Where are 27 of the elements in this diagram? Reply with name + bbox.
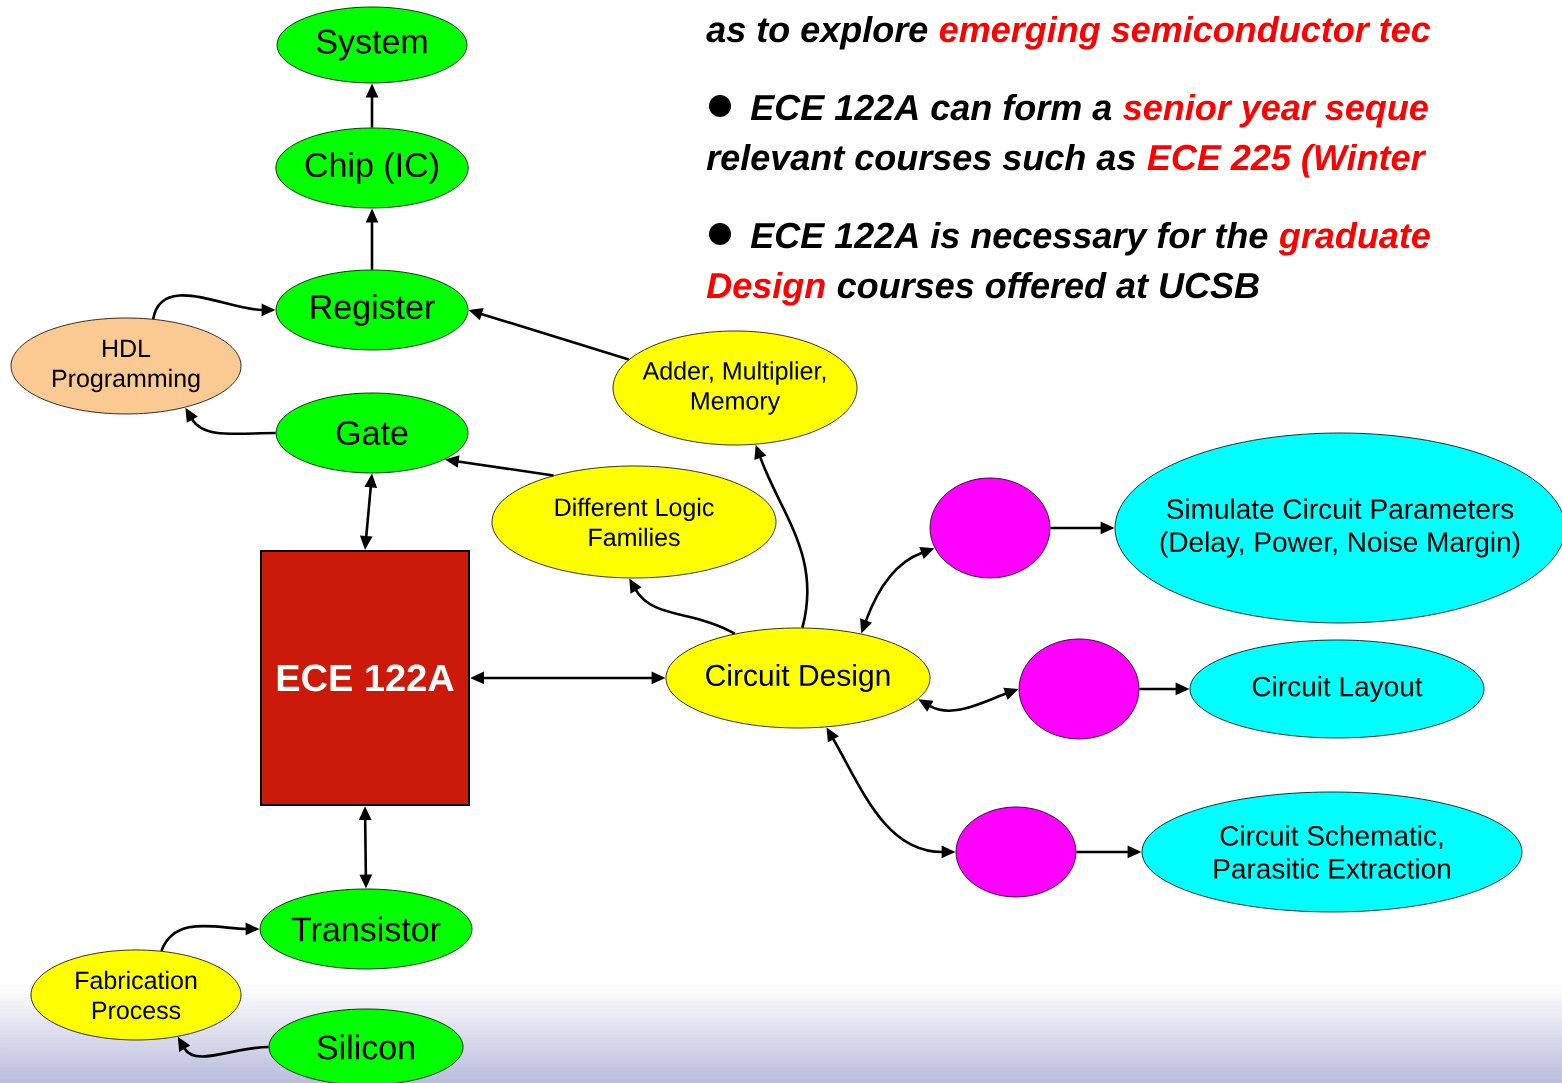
ellipse-node: Fabrication Process [30,949,242,1041]
slide-text: ECE 225 (Winter [1147,143,1427,178]
tool-circle [1018,638,1140,740]
slide-text: emerging semiconductor tec [939,15,1431,50]
slide-text: senior year seque [1123,93,1428,128]
ellipse-node: Circuit Layout [1189,639,1485,739]
slide-text: courses offered at UCSB [837,271,1259,299]
ellipse-node: Simulate Circuit Parameters (Delay, Power, Noise Margin) [1114,432,1562,624]
slide-text: graduate [1278,221,1430,256]
ellipse-node: Transistor [259,888,473,970]
ellipse-node: System [276,6,468,84]
slide-text: as to explore [706,15,928,50]
ellipse-node: Adder, Multiplier, Memory [612,330,858,446]
slide-text: ECE 122A can form a [750,93,1112,121]
slide-text: relevant courses such as [706,143,1136,171]
ellipse-node: Different Logic Families [491,465,777,579]
ellipse-node: Chip (IC) [275,127,469,209]
slide-text: ECE 122A is necessary for the [750,221,1268,256]
ellipse-node: Circuit Schematic, Parasitic Extraction [1141,791,1523,913]
ellipse-node: Register [275,269,469,351]
ellipse-node: HDL Programming [10,317,242,415]
course-box: ECE 122A [260,550,470,806]
tool-circle [929,477,1051,579]
ellipse-node: Circuit Design [665,627,931,729]
ellipse-node: Gate [275,392,469,474]
tool-circle [955,806,1077,898]
ellipse-node: Silicon [268,1008,464,1083]
